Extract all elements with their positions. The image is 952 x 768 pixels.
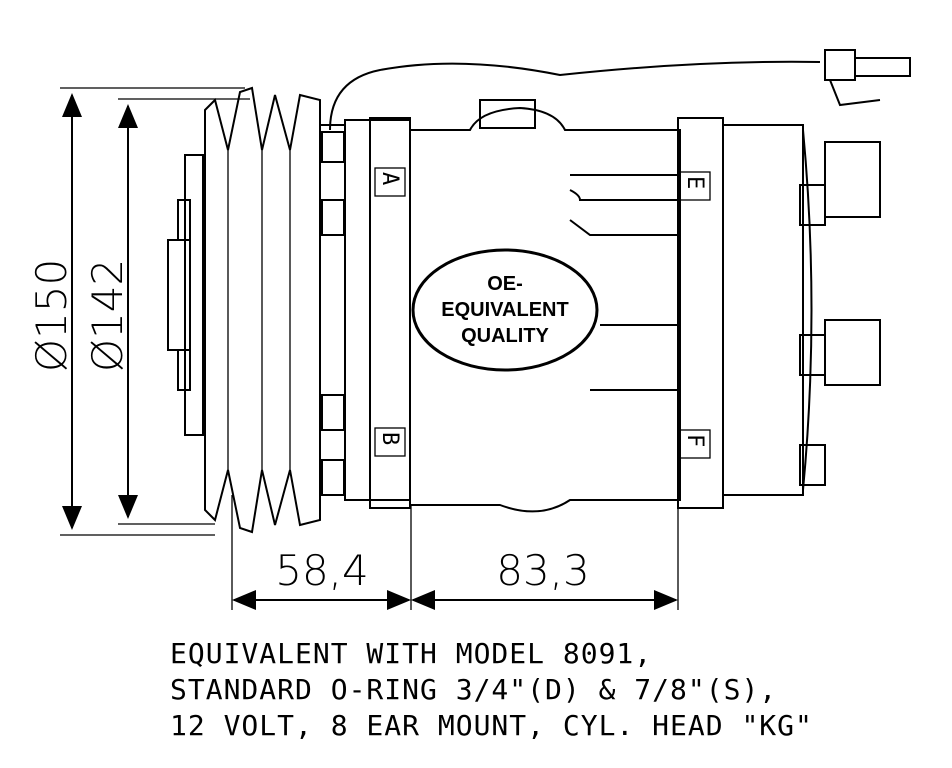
- svg-text:QUALITY: QUALITY: [461, 325, 549, 347]
- svg-text:F: F: [682, 434, 707, 447]
- svg-text:83,3: 83,3: [496, 546, 590, 595]
- dimension-142-label: Ø142: [83, 259, 132, 372]
- compressor-body: [319, 49, 911, 513]
- oe-quality-badge: OE- EQUIVALENT QUALITY: [411, 248, 599, 372]
- svg-text:E: E: [682, 176, 707, 189]
- dimension-58-4: 58,4: [231, 495, 412, 610]
- port-label-b: B: [374, 427, 406, 457]
- port-label-f: F: [679, 429, 711, 459]
- dimension-142: Ø142: [83, 98, 250, 525]
- note-line: 12 VOLT, 8 EAR MOUNT, CYL. HEAD "KG": [170, 709, 813, 742]
- dimension-83-3: 83,3: [411, 505, 679, 610]
- note-line: STANDARD O-RING 3/4"(D) & 7/8"(S),: [170, 673, 778, 706]
- svg-text:EQUIVALENT: EQUIVALENT: [441, 299, 568, 321]
- svg-text:OE-: OE-: [487, 273, 523, 295]
- pulley: [167, 86, 321, 534]
- spec-notes: EQUIVALENT WITH MODEL 8091,STANDARD O-RI…: [170, 636, 813, 744]
- dimension-150: Ø150: [27, 87, 245, 536]
- dimension-150-label: Ø150: [27, 259, 76, 372]
- port-label-e: E: [679, 171, 711, 201]
- port-label-a: A: [374, 167, 406, 197]
- svg-text:A: A: [377, 172, 402, 185]
- svg-text:B: B: [377, 432, 402, 445]
- note-line: EQUIVALENT WITH MODEL 8091,: [170, 637, 653, 670]
- svg-text:58,4: 58,4: [275, 546, 369, 595]
